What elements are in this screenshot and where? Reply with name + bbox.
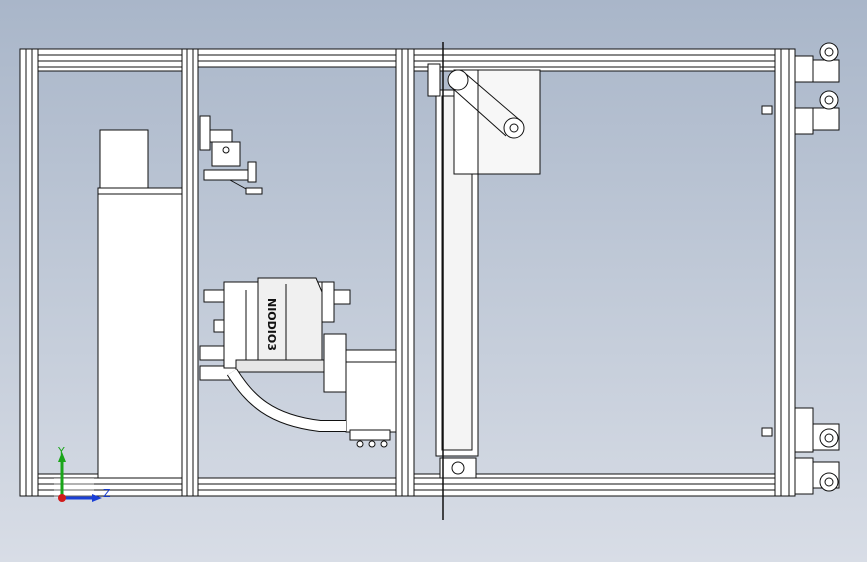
sensor-bracket [199, 115, 263, 195]
casters [794, 42, 840, 495]
axis-y-label: Y [57, 445, 65, 458]
frame-middle-left-post [181, 48, 199, 497]
spindle-motor: NIODIO3 [199, 277, 351, 381]
axis-origin [58, 494, 66, 502]
frame-inner-top-rail [37, 66, 183, 72]
axis-y-arrowhead [58, 452, 66, 462]
frame-center-post [395, 48, 415, 497]
frame-right-post [774, 48, 796, 497]
frame [19, 48, 796, 497]
axis-triad[interactable]: Y Z [54, 445, 111, 502]
axis-triad-highlight [54, 478, 94, 498]
axis-z-label: Z [103, 487, 111, 500]
electrical-cabinet [97, 129, 183, 479]
frame-left-post [19, 48, 39, 497]
caster-top-1 [794, 42, 840, 83]
belt-drive [447, 69, 541, 175]
spindle-brand-label: NIODIO3 [265, 298, 278, 351]
caster-bottom-2 [794, 457, 840, 495]
caster-top-2 [794, 90, 840, 135]
servo-motor [323, 333, 397, 448]
cable-hose [226, 368, 346, 432]
right-side-fittings [761, 105, 773, 437]
caster-bottom-1 [794, 407, 840, 453]
axis-z-arrowhead [92, 494, 102, 502]
